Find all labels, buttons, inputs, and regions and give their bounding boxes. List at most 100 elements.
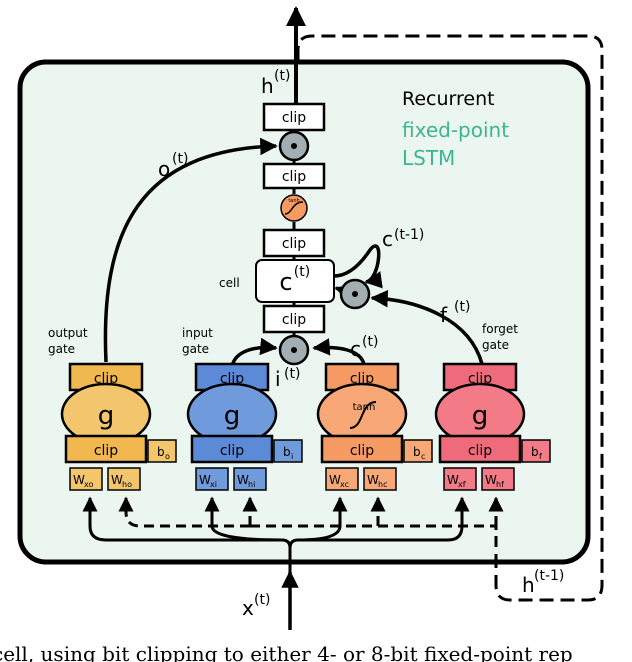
input-gate-bottom-clip-label: clip xyxy=(220,443,244,459)
recurrent-loop-dashed xyxy=(296,34,604,602)
cell-gate-top-clip-label: clip xyxy=(350,371,374,387)
clip-label: clip xyxy=(282,236,306,252)
output-gate-bias-label: b xyxy=(157,445,165,459)
output-gate-label-2: gate xyxy=(48,342,75,356)
h-prev-label: h xyxy=(522,573,535,597)
forget-gate-bottom-clip xyxy=(438,434,522,464)
forget-gate-top-clip-label: clip xyxy=(468,371,492,387)
cell-gate-weight-label-1: W xyxy=(329,473,341,487)
forget-gate-weight-box-2 xyxy=(481,467,515,491)
input-gate-label-1: input xyxy=(182,326,213,340)
f-t-label: f xyxy=(440,303,448,327)
forget-gate-bias-sub: f xyxy=(539,452,542,461)
output-gate-weight-box-2 xyxy=(107,467,141,491)
input-gate-bias-sub: i xyxy=(291,452,293,461)
title-lstm: LSTM xyxy=(402,146,455,170)
forget-gate-weight-label-1: W xyxy=(447,473,459,487)
forget-gate-bias-label: b xyxy=(531,445,539,459)
o-t-sup: (t) xyxy=(172,151,188,167)
c-prev-sup: (t-1) xyxy=(394,227,424,243)
output-gate-weight-label-1: W xyxy=(73,473,85,487)
clip-box-4 xyxy=(262,304,326,334)
cell-gate-symbol: tanh xyxy=(353,402,376,413)
cell-gate-bottom-clip xyxy=(320,434,404,464)
output-gate-bottom-clip xyxy=(64,434,148,464)
cell-gate-bias-label: b xyxy=(413,445,421,459)
x-distribution xyxy=(88,500,464,572)
c-prev-loop xyxy=(333,244,383,289)
forget-gate-label-2: gate xyxy=(482,338,509,352)
i-t-label: i xyxy=(275,367,281,391)
forget-gate-symbol: g xyxy=(472,401,489,431)
h-t-label: h xyxy=(261,74,274,98)
cell-gate-weight-sub-2: hc xyxy=(378,480,387,489)
cell-gate-tanh-curve xyxy=(349,401,377,429)
c-prev-label: c xyxy=(382,227,393,251)
o-gate-arrow xyxy=(103,137,278,363)
c-tilde-arrow xyxy=(312,338,366,365)
input-gate-bottom-clip xyxy=(190,434,274,464)
input-gate-symbol: g xyxy=(224,401,241,431)
cell-gate-bias-box xyxy=(403,439,433,463)
output-gate-symbol: g xyxy=(98,401,115,431)
forget-gate-label-1: forget xyxy=(482,322,518,336)
input-gate-weight-sub-2: hi xyxy=(248,480,255,489)
c-tilde-label: c xyxy=(350,337,361,361)
f-t-sup: (t) xyxy=(454,299,470,315)
forget-gate-weight-sub-2: hf xyxy=(496,480,504,489)
forget-gate-bottom-clip-label: clip xyxy=(468,443,492,459)
output-gate-top-clip-label: clip xyxy=(94,371,118,387)
output-gate-bias-sub: o xyxy=(165,452,170,461)
forget-gate-weight-label-2: W xyxy=(485,473,497,487)
output-gate-weight-label-2: W xyxy=(111,473,123,487)
f-gate-arrow xyxy=(370,289,484,365)
i-gate-arrow xyxy=(230,337,278,367)
figure-caption: cell, using bit clipping to either 4- or… xyxy=(0,638,632,662)
h-prev-distribution-dashed xyxy=(124,500,498,546)
c-tilde-sup: (t) xyxy=(362,334,378,350)
output-gate-bias-box xyxy=(147,439,177,463)
x-t-sup: (t) xyxy=(254,592,270,608)
clip-label: clip xyxy=(282,169,306,185)
clip-box-3 xyxy=(262,228,326,258)
output-gate-weight-sub-2: ho xyxy=(122,480,132,489)
cell-gate-bottom-clip-label: clip xyxy=(350,443,374,459)
forget-gate-bias-box xyxy=(521,439,551,463)
cell-c-label: c xyxy=(279,268,292,296)
input-gate-bias-label: b xyxy=(283,445,291,459)
input-gate-weight-label-1: W xyxy=(199,473,211,487)
cell-gate-weight-sub-1: xc xyxy=(340,480,349,489)
title-fixed-point: fixed-point xyxy=(402,118,509,142)
forget-gate-weight-sub-1: xf xyxy=(458,480,466,489)
cell-gate-bias-sub: c xyxy=(421,452,425,461)
output-gate-bottom-clip-label: clip xyxy=(94,443,118,459)
input-gate-label-2: gate xyxy=(182,342,209,356)
x-t-label: x xyxy=(242,596,254,620)
input-gate-weight-sub-1: xi xyxy=(210,480,217,489)
cell-state-box xyxy=(255,259,335,303)
output-gate-weight-sub-1: xo xyxy=(84,480,93,489)
clip-box-top xyxy=(262,102,326,132)
input-gate-weight-box-1 xyxy=(195,467,229,491)
output-gate-weight-box-1 xyxy=(69,467,103,491)
cell-gate-weight-label-2: W xyxy=(367,473,379,487)
input-gate-weight-label-2: W xyxy=(237,473,249,487)
forget-gate-weight-box-1 xyxy=(443,467,477,491)
h-t-sup: (t) xyxy=(274,68,290,84)
cell-gate-weight-box-1 xyxy=(325,467,359,491)
i-t-sup: (t) xyxy=(284,366,300,382)
clip-label: clip xyxy=(282,312,306,328)
title-recurrent: Recurrent xyxy=(402,88,495,110)
o-t-label: o xyxy=(158,157,170,181)
cell-word-label: cell xyxy=(219,276,240,290)
cell-gate-weight-box-2 xyxy=(363,467,397,491)
tanh-node-label: tanh xyxy=(288,198,299,204)
cell-c-sup: (t) xyxy=(294,264,310,280)
input-gate-top-clip-label: clip xyxy=(220,371,244,387)
clip-box-2 xyxy=(262,162,326,190)
input-gate-weight-box-2 xyxy=(233,467,267,491)
input-gate-bias-box xyxy=(273,439,303,463)
caption-text: cell, using bit clipping to either 4- or… xyxy=(0,642,573,662)
